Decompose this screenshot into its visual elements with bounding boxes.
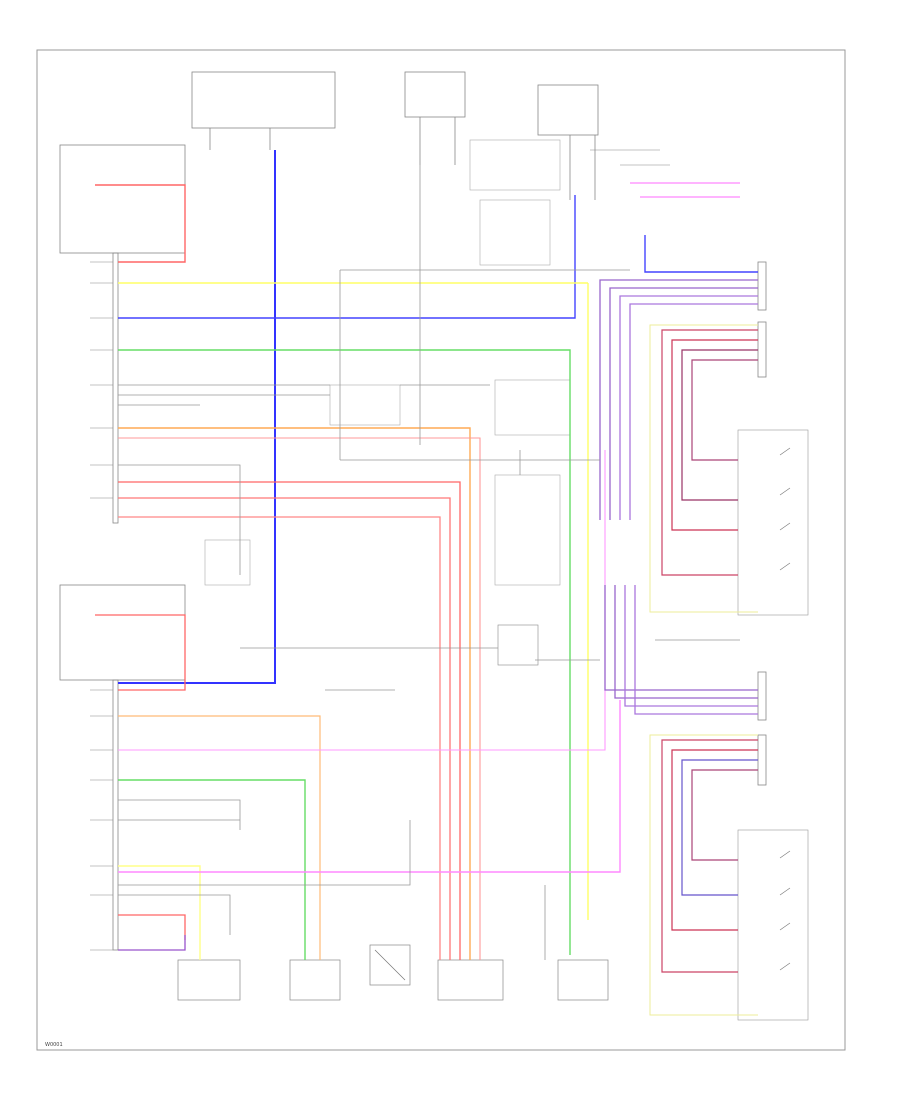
right-lower-memory-switch (737, 829, 809, 1021)
wire-pink-bottom (118, 700, 621, 873)
wire-dred-u3 (681, 349, 758, 501)
wire-green-top (118, 349, 571, 955)
wire-red-2 (118, 497, 451, 960)
wire-dred-u2 (671, 339, 758, 531)
wire-red-lower-left (95, 614, 186, 691)
diagram-frame (36, 49, 846, 1051)
lumbar-switch-box (329, 384, 401, 426)
wire-yellow-right-u (649, 324, 758, 613)
wire-violet-u2 (609, 287, 758, 520)
wire-dred-u1 (661, 329, 758, 576)
right-upper-memory-switch (737, 429, 809, 616)
wire-violet-u4 (629, 303, 758, 520)
wire-dred-l3 (681, 759, 758, 896)
wire-red-4 (118, 437, 481, 960)
left-rear-switch (204, 539, 251, 586)
right-lower-motor-connector (757, 671, 767, 786)
wire-dred-u4 (691, 359, 758, 461)
wire-violet-l1 (604, 585, 758, 691)
wire-blue-upper (118, 195, 576, 319)
wire-dred-l2 (671, 749, 758, 931)
wire-violet-u3 (619, 295, 758, 520)
wire-green-bottom (118, 779, 306, 960)
wire-dred-l1 (661, 739, 758, 973)
left-top-connector-pins (90, 261, 113, 499)
top-left-fuse-box (191, 71, 336, 150)
wire-orange-bottom (118, 715, 321, 960)
wire-red-bottom (118, 914, 186, 940)
left-bottom-connector-pins (90, 689, 113, 951)
top-right-relay-box (537, 84, 599, 200)
wire-blue-main (118, 150, 276, 684)
wire-dred-l4 (691, 769, 758, 861)
wire-blue-right (644, 235, 758, 273)
wire-violet-l2 (614, 585, 758, 699)
mirror-switch-cluster (469, 139, 670, 266)
wire-red-top (95, 184, 186, 263)
wire-red-1 (118, 481, 461, 960)
wire-violet-u1 (599, 279, 758, 520)
bottom-connectors (177, 959, 609, 1001)
wire-red-3 (118, 516, 441, 960)
wire-violet-l4 (634, 585, 758, 715)
wire-violet-bottom (118, 935, 186, 951)
gray-signal-lines (118, 165, 740, 960)
wire-yellow-bottom (118, 865, 201, 960)
wire-violet-l3 (624, 585, 758, 707)
driver-seat-module (59, 144, 186, 524)
diagram-footer-code: W0001 (45, 1042, 63, 1048)
wire-yellow-right-l (649, 734, 758, 1016)
center-sensor-block (494, 379, 571, 666)
wire-orange-top (118, 427, 471, 960)
wire-pink-mid (118, 450, 606, 751)
top-center-fuse-box (404, 71, 466, 165)
seat-belt-switch (369, 944, 411, 986)
right-upper-motor-connector (757, 261, 767, 378)
